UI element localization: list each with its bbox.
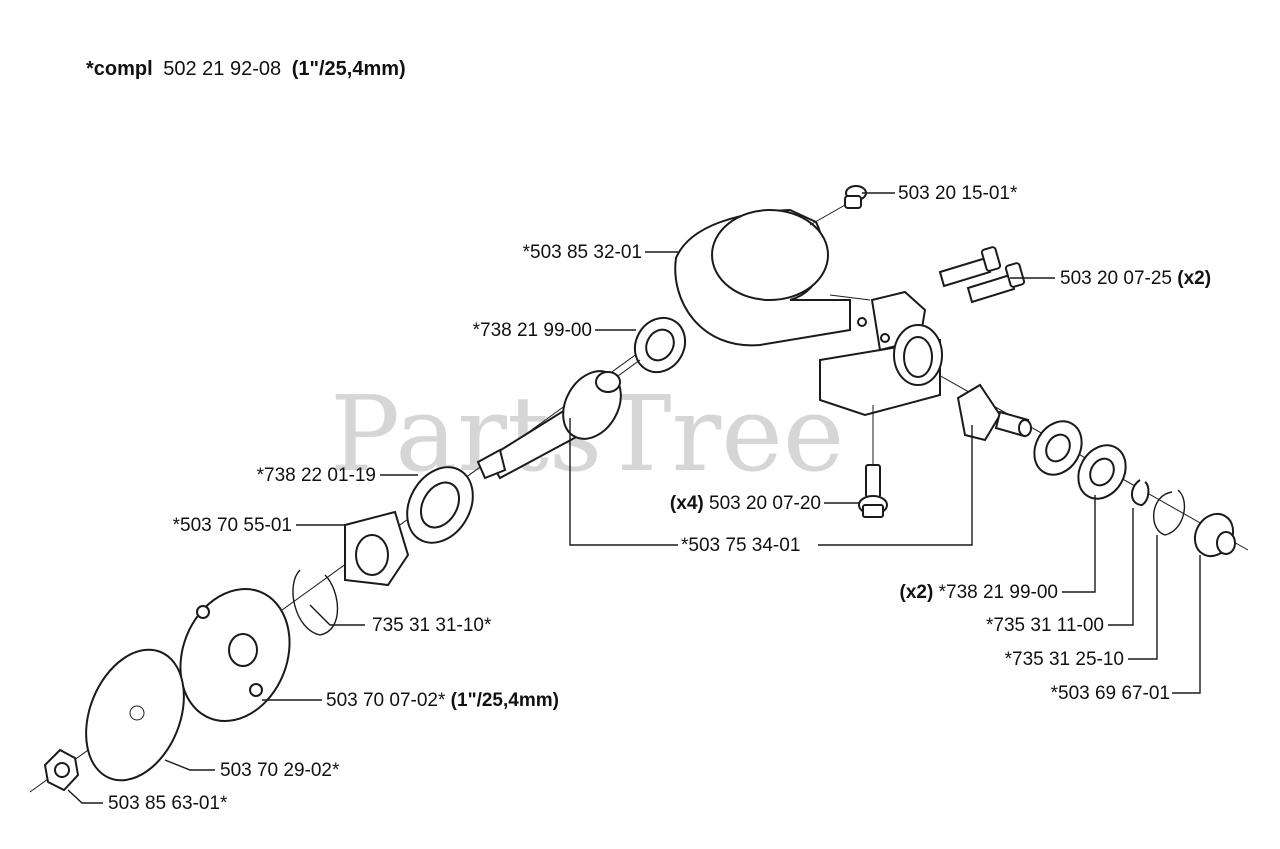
label-735-31-31-10: 735 31 31-10* [372,615,492,636]
label-503-20-15-01: 503 20 15-01* [898,183,1018,204]
bolt-pair [938,246,1026,304]
label-503-70-55-01: *503 70 55-01 [173,515,292,536]
label-503-85-32-01: *503 85 32-01 [523,242,642,263]
label-503-70-07-02: 503 70 07-02* (1"/25,4mm) [326,690,559,711]
label-735-31-25-10: *735 31 25-10 [1005,649,1124,670]
bottom-screw [858,405,888,518]
support-cup [85,648,185,782]
header-prefix: *compl [86,58,153,80]
nut [43,748,80,792]
circlip-medium [1152,489,1186,536]
drive-disc [179,588,291,722]
leader-l10 [309,604,365,626]
leader-l8-left [569,418,678,546]
upper-bearing [633,316,687,374]
output-bevel-gear [956,383,1032,442]
guard-washer [344,510,410,587]
right-bearing-2 [1077,444,1127,500]
label-503-20-07-20: (x4) 503 20 07-20 [670,493,821,514]
bevel-gear-shaft [476,359,641,480]
label-503-70-29-02: 503 70 29-02* [220,760,340,781]
leader-l14 [1172,555,1201,694]
leader-l16 [67,789,103,804]
label-503-20-07-25: 503 20 07-25 (x2) [1060,268,1211,289]
gear-housing [674,208,943,417]
lower-bearing [406,466,474,544]
label-738-21-99-00-upper: *738 21 99-00 [473,320,592,341]
leader-l12 [1128,535,1158,660]
leader-l8-right [818,425,973,546]
label-738-21-99-00-lower: (x2) *738 21 99-00 [900,582,1058,603]
header-size: (1"/25,4mm) [292,58,406,80]
label-735-31-11-00: *735 31 11-00 [986,615,1104,636]
label-503-75-34-01: *503 75 34-01 [681,535,800,556]
leader-l11 [1108,508,1134,626]
top-screw [809,185,867,226]
leader-l15 [164,759,215,771]
header-part-number: 502 21 92-08 [163,58,281,80]
label-503-69-67-01: *503 69 67-01 [1051,683,1170,704]
right-collar [1193,512,1236,558]
leader-l9 [1062,495,1096,593]
large-circlip [292,569,339,636]
label-503-85-63-01: 503 85 63-01* [108,793,228,814]
circlip-small [1131,479,1150,507]
label-738-22-01-19: *738 22 01-19 [257,465,376,486]
assembly-header: *compl 502 21 92-08 (1"/25,4mm) [86,58,406,80]
right-bearing-1 [1033,420,1083,476]
